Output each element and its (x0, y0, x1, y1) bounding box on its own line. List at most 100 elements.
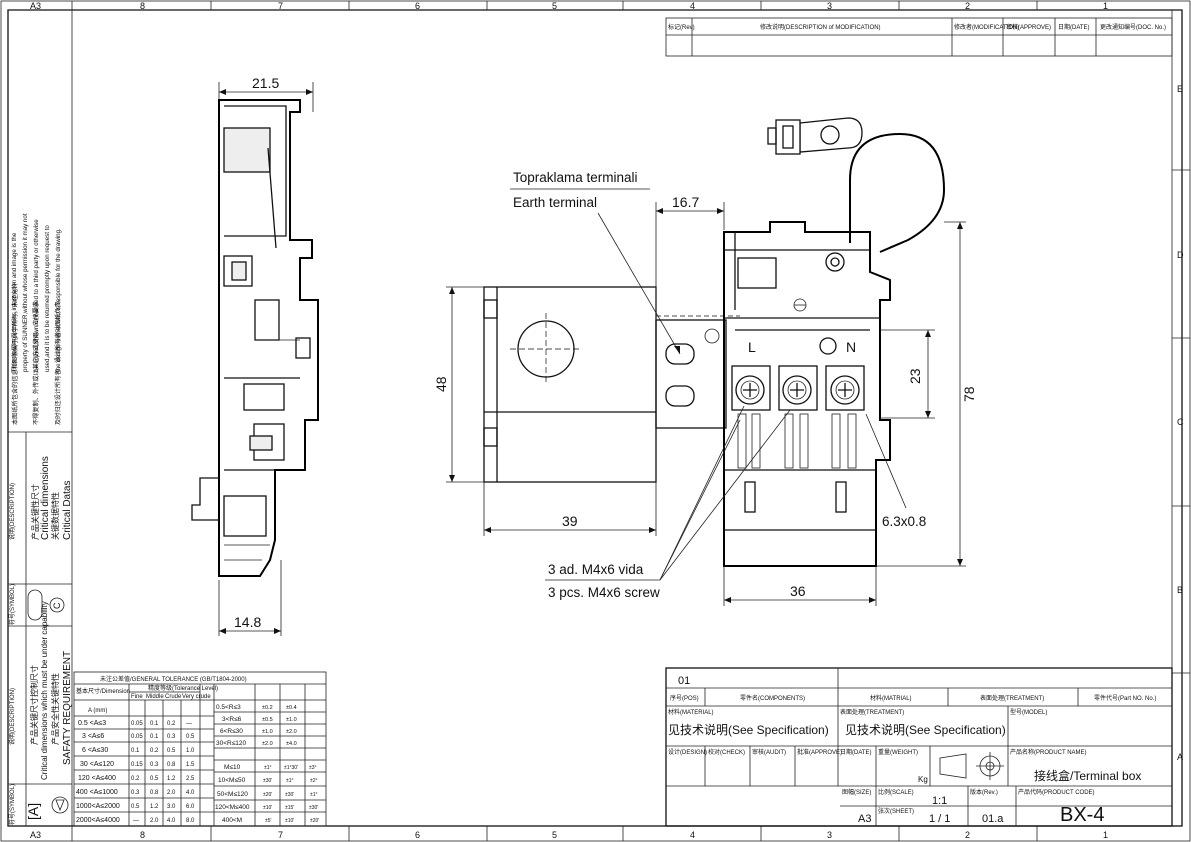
tolerance-title: 未注公差值/GENERAL TOLERANCE (GB/T1804-2000) (100, 675, 247, 683)
col-label: 1 (1103, 1, 1108, 11)
critical-cn: 产品关键性尺寸 (30, 484, 40, 540)
col-label: 5 (552, 1, 557, 11)
tol-row-val: 0.5 (167, 748, 176, 754)
row-label: C (1177, 417, 1184, 427)
tol-row-val: 6.0 (186, 804, 195, 810)
tol-angle-val: ±10' (285, 818, 294, 824)
treatment-label: 表面处理(TREATMENT) (840, 708, 904, 716)
col-label: 8 (140, 830, 145, 840)
screw-terminal-n (830, 375, 860, 405)
row-label: A (1177, 752, 1183, 762)
live-label: L (748, 339, 756, 355)
earth-terminal-tr: Topraklama terminali (513, 170, 638, 185)
tol-row-val: 0.1 (150, 721, 159, 727)
tol-row-range: 3 <A≤6 (82, 733, 104, 740)
tol-angle-val: ±20' (310, 818, 319, 824)
tol-dim-header: 基本尺寸/Dimension (76, 687, 130, 695)
tol-row-val: 0.1 (150, 734, 159, 740)
tol-angle-val: ±30' (309, 805, 318, 811)
tol-row-val: 2.0 (150, 818, 159, 824)
tol-radius-range: 6<R≤30 (220, 728, 243, 735)
tol-radius-range: 3<R≤6 (222, 716, 242, 723)
row-label: E (1177, 84, 1183, 94)
notice-line: the design owner,who is responsible for … (55, 228, 62, 372)
projection-cone-icon (939, 753, 967, 779)
col-label: 7 (278, 1, 283, 11)
rev-header: 修改者(MODIFICATION) (954, 23, 1019, 31)
neutral-label: N (846, 339, 856, 355)
symbol-header: 符号(SYMBOL) (8, 584, 16, 625)
tb-header: 表面处理(TREATMENT) (980, 694, 1044, 702)
tol-angle-val: ±10' (263, 805, 272, 811)
notice-line: be copied,shown or handed to a third par… (33, 219, 40, 372)
notice-line: used,and it is to be returned promptly u… (44, 225, 51, 372)
tol-row-val: 4.0 (186, 790, 195, 796)
tol-radius-val: ±0.2 (262, 705, 273, 711)
tol-row-val: 1.0 (186, 748, 195, 754)
tol-angle-val: ±1° (286, 778, 294, 784)
tol-angle-val: ±2° (310, 778, 318, 784)
tolerance-table: 未注公差值/GENERAL TOLERANCE (GB/T1804-2000) … (73, 671, 327, 827)
col-label: 1 (1103, 830, 1108, 840)
col-label: 7 (278, 830, 283, 840)
tol-angle-val: ±3° (309, 765, 317, 771)
safety-symbol-header: 符号(SYMBOL) (8, 784, 16, 825)
confidentiality-notice: This drawing contains information and im… (11, 213, 62, 425)
title-block: 01 序号(POS) 零件名(COMPONENTS) 材料(MATRIAL) 表… (665, 667, 1173, 827)
tol-row-val: — (186, 721, 192, 727)
col-label: 3 (827, 830, 832, 840)
dim-side-width-top: 21.5 (252, 75, 279, 91)
tol-row-val: 4.0 (167, 818, 176, 824)
sheet-value: 1 / 1 (929, 813, 950, 825)
terminal-housing (723, 221, 891, 567)
tol-angle-range: M≤10 (224, 764, 241, 771)
tb-header: 零件代号(Part NO. No.) (1094, 694, 1156, 702)
tol-row-val: 0.5 (131, 804, 140, 810)
tol-row-val: 0.3 (131, 790, 140, 796)
material-value: 见技术说明(See Specification) (668, 722, 829, 737)
dim-height-23: 23 (907, 368, 923, 384)
product-code: BX-4 (1060, 804, 1104, 826)
tol-angle-val: ±1°30' (284, 765, 298, 771)
dim-height-48: 48 (433, 376, 449, 392)
notice-line-cn: 本图纸所包含的信息和图像属于舜宇所有，未经允许 (11, 283, 19, 425)
weight-label: 重量(WEIGHT) (878, 748, 918, 756)
col-label: 2 (965, 830, 970, 840)
size-label: 图幅(SIZE) (842, 788, 871, 796)
safety-cn: 产品关键尺寸控制尺寸 (29, 665, 39, 745)
tol-angle-val: ±30' (263, 778, 272, 784)
safety-circle (51, 796, 69, 814)
tol-angle-range: 120<M≤400 (215, 804, 250, 811)
row-label: B (1177, 585, 1183, 595)
tol-angle-range: 50<M≤120 (217, 791, 248, 798)
col-label: 4 (690, 1, 695, 11)
tol-angle-val: ±5' (265, 818, 272, 824)
tol-row-range: 120 <A≤400 (78, 775, 116, 782)
rev-number: 01 (678, 675, 690, 687)
tb-header: 零件名(COMPONENTS) (740, 694, 805, 702)
critical-symbol-oval (27, 589, 43, 621)
tol-angle-range: 400<M (222, 817, 242, 824)
dim-side-width-bottom: 14.8 (234, 614, 261, 630)
rev-header: 更改通知编号(DOC. No.) (1100, 23, 1166, 31)
screw-terminal-l (735, 375, 765, 405)
row-label: D (1177, 250, 1184, 260)
tol-radius-val: ±2.0 (286, 729, 297, 735)
tol-row-range: 0.5 <A≤3 (78, 720, 106, 727)
tol-row-val: — (133, 818, 139, 824)
tol-row-val: 0.3 (150, 762, 159, 768)
tol-radius-val: ±0.5 (262, 717, 273, 723)
dim-height-78: 78 (961, 386, 977, 402)
col-label: 6 (415, 1, 420, 11)
design-label: 设计(DESIGN) (668, 748, 707, 756)
revision-block: 标记(Rev) 修改说明(DESCRIPTION of MODIFICATION… (665, 17, 1173, 57)
tol-grade: Crude (165, 694, 182, 700)
check-label: 校对(CHECK) (708, 748, 745, 756)
tol-row-val: 3.0 (167, 804, 176, 810)
tol-row-val: 1.5 (186, 762, 195, 768)
dim-width-36: 36 (790, 583, 806, 599)
rev-label: 版本(Rev.) (970, 788, 998, 796)
col-label: 3 (827, 1, 832, 11)
tol-angle-val: ±1° (310, 792, 318, 798)
rev-header: 日期(DATE) (1058, 23, 1090, 31)
